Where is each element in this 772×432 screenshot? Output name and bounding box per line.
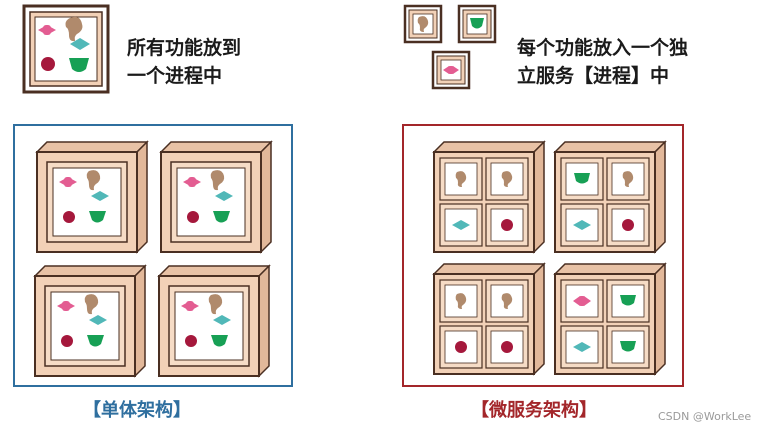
monolith-legend-text: 所有功能放到 一个进程中 [127, 34, 241, 90]
monolith-server-3 [34, 265, 146, 377]
microservice-legend-line1: 每个功能放入一个独 [517, 37, 689, 59]
pink-bow-icon [443, 66, 459, 74]
microservice-servers [433, 141, 666, 375]
pink-bow-tile [431, 50, 471, 90]
monolith-servers [34, 141, 272, 377]
microservice-server-1 [433, 141, 545, 253]
tan-blob-tile [403, 4, 443, 44]
monolith-caption: 【单体架构】 [83, 400, 191, 421]
green-shield-tile [457, 4, 497, 44]
microservice-legend-icons [403, 4, 497, 90]
microservice-legend-text: 每个功能放入一个独 立服务【进程】中 [517, 34, 688, 90]
microservice-server-2 [554, 141, 666, 253]
microservice-server-4 [554, 263, 666, 375]
monolith-server-4 [158, 265, 270, 377]
tan-blob-icon [417, 16, 429, 32]
monolith-legend-icon [22, 4, 110, 94]
tan-blob-icon [65, 16, 83, 42]
monolith-server-1 [36, 141, 148, 253]
microservice-server-3 [433, 263, 545, 375]
crimson-dot-icon [41, 57, 55, 71]
monolith-legend-line1: 所有功能放到 [127, 37, 242, 59]
green-shield-icon [69, 58, 89, 72]
teal-diamond-icon [70, 38, 90, 50]
watermark: CSDN @WorkLee [658, 410, 752, 423]
monolith-legend-line2: 一个进程中 [127, 65, 223, 87]
pink-bow-icon [38, 25, 56, 35]
microservice-legend-line2: 立服务【进程】中 [517, 65, 670, 87]
microservice-caption: 【微服务架构】 [471, 400, 597, 421]
green-shield-icon [470, 18, 484, 29]
monolith-server-2 [160, 141, 272, 253]
